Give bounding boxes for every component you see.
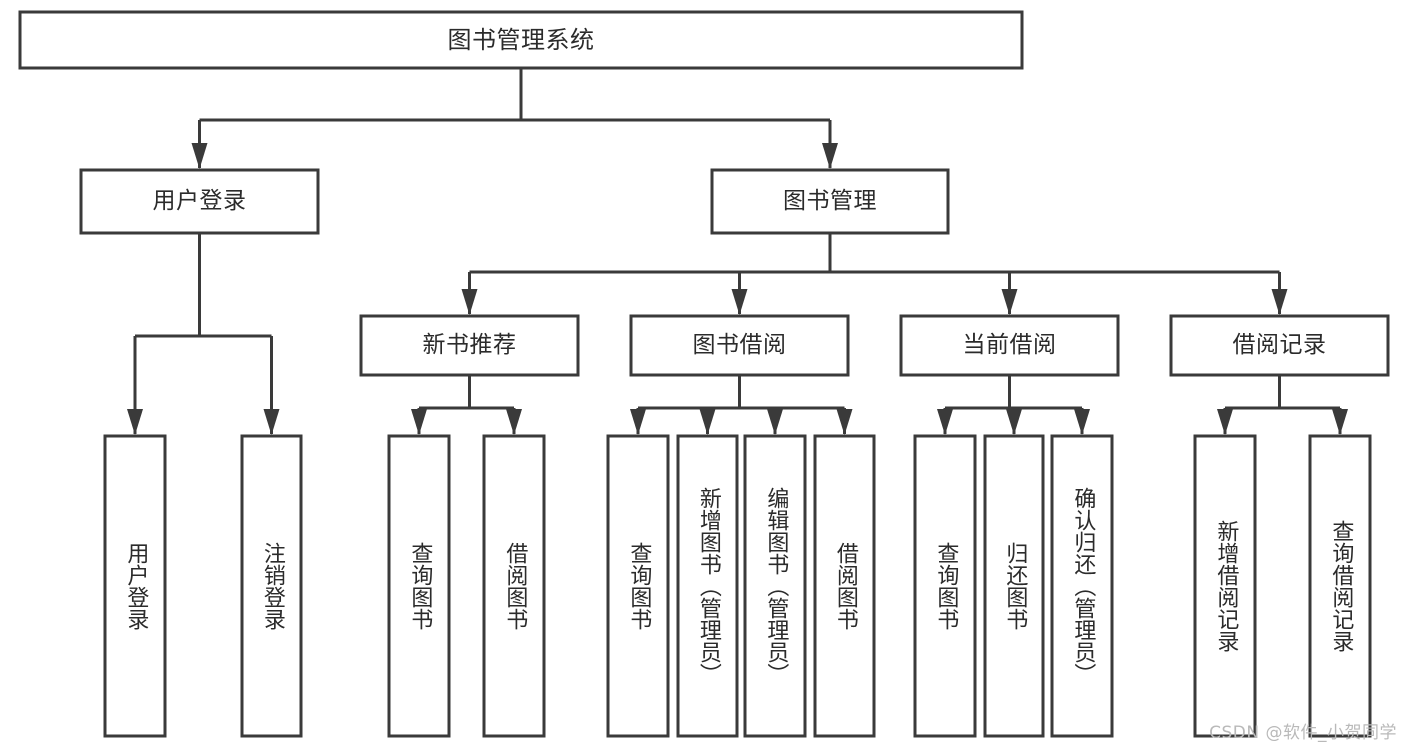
level3-node-box-0[interactable]	[359, 314, 580, 377]
leaf-node-box-7[interactable]	[813, 434, 876, 738]
level2-node-box-0[interactable]	[79, 168, 320, 235]
arrow-head-icon	[506, 409, 522, 435]
arrow-head-icon	[127, 409, 143, 435]
arrow-head-icon	[191, 143, 208, 169]
leaf-node-box-8[interactable]	[913, 434, 977, 738]
arrow-head-icon	[1006, 409, 1022, 435]
arrow-head-icon	[263, 409, 280, 435]
arrow-head-icon	[937, 409, 953, 435]
level2-node-box-1[interactable]	[710, 168, 950, 235]
root-node-box[interactable]	[18, 10, 1024, 70]
leaf-node-box-3[interactable]	[482, 434, 546, 738]
watermark-text: CSDN @软件_小贺同学	[1209, 723, 1397, 743]
leaf-node-box-10[interactable]	[1050, 434, 1114, 738]
leaf-node-box-5[interactable]	[676, 434, 739, 738]
leaf-node-box-9[interactable]	[983, 434, 1045, 738]
leaf-node-box-12[interactable]	[1308, 434, 1372, 738]
arrow-head-icon	[822, 143, 838, 169]
leaf-node-box-6[interactable]	[743, 434, 807, 738]
arrow-head-icon	[1271, 289, 1288, 315]
arrow-head-icon	[1001, 289, 1018, 315]
arrow-head-icon	[1074, 409, 1090, 435]
level3-node-box-2[interactable]	[899, 314, 1120, 377]
leaf-node-box-4[interactable]	[606, 434, 670, 738]
arrow-head-icon	[1217, 409, 1233, 435]
leaf-node-box-11[interactable]	[1193, 434, 1257, 738]
arrow-head-icon	[411, 409, 427, 435]
leaf-node-box-0[interactable]	[103, 434, 167, 738]
arrow-head-icon	[767, 409, 783, 435]
leaf-node-box-2[interactable]	[387, 434, 451, 738]
arrow-head-icon	[461, 289, 478, 315]
arrow-head-icon	[699, 409, 716, 435]
leaf-node-box-1[interactable]	[240, 434, 303, 738]
arrow-head-icon	[836, 409, 853, 435]
arrow-head-icon	[731, 289, 748, 315]
arrow-head-icon	[630, 409, 646, 435]
level3-node-box-1[interactable]	[629, 314, 850, 377]
level3-node-box-3[interactable]	[1169, 314, 1390, 377]
boxes-layer	[18, 10, 1390, 738]
arrow-head-icon	[1332, 409, 1348, 435]
edges-layer	[127, 68, 1348, 435]
